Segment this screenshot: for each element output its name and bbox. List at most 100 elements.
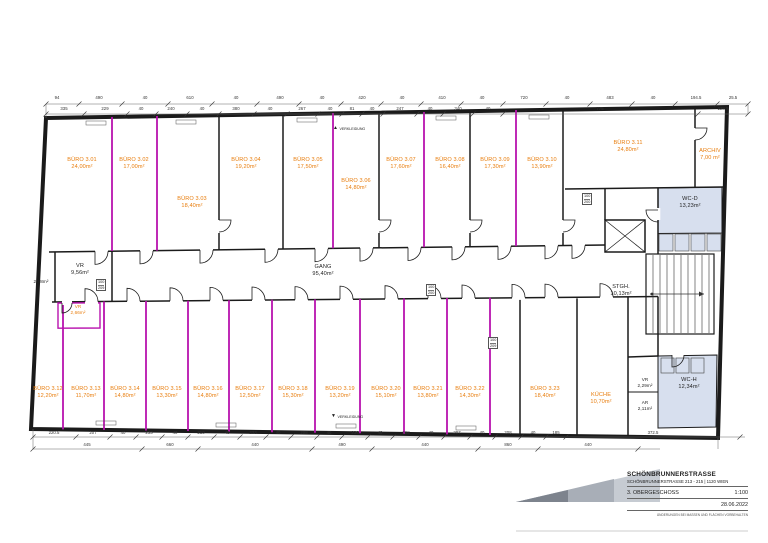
dim-label: 233	[145, 430, 153, 435]
direction-marker-top: ▲VERKLEIDUNG	[333, 125, 366, 131]
dim-label: 247	[396, 106, 404, 111]
room-area: 12,34m²	[678, 383, 700, 390]
dim-label: 236	[351, 430, 359, 435]
room-area: 16,40m²	[439, 163, 461, 170]
room-name: BÜRO 3.03	[177, 196, 207, 202]
dim-label: 490	[95, 95, 103, 100]
room-name: GANG	[314, 264, 332, 270]
room-area: 24,80m²	[617, 146, 639, 153]
dim-label: 40	[267, 106, 273, 111]
room-area: 14,30m²	[459, 392, 481, 399]
room-name: VR	[641, 377, 649, 382]
room-area: 2,18m²	[33, 279, 49, 284]
stairwell	[645, 253, 715, 335]
dim-label: 208	[402, 430, 410, 435]
dim-label: 420	[358, 95, 366, 100]
room-area: 95,40m²	[312, 270, 334, 277]
dim-label: 240	[167, 106, 175, 111]
dim-label: 372.5	[647, 430, 659, 435]
dim-label: 775	[596, 106, 604, 111]
highlighted-partition-walls	[57, 110, 517, 435]
dim-label: 490	[338, 442, 346, 447]
room-name: BÜRO 3.19	[325, 386, 355, 392]
room-name: BÜRO 3.07	[386, 157, 416, 163]
room-area: 13,30m²	[156, 392, 178, 399]
project-address: SCHÖNBRUNNERSTRASSE 213 - 215 | 1120 WIE…	[627, 479, 748, 487]
room-area: 15,30m²	[282, 392, 304, 399]
room-name: BÜRO 3.06	[341, 178, 371, 184]
dim-label: 440	[251, 442, 259, 447]
dim-label: 490	[276, 95, 284, 100]
wet-room-fills	[657, 186, 723, 429]
dim-label: 340	[454, 106, 462, 111]
dim-label: 40	[326, 430, 332, 435]
dim-label: 194.5	[690, 95, 702, 100]
elevator-shaft	[604, 219, 646, 253]
door-arcs	[61, 127, 708, 368]
dim-label: 40	[485, 106, 491, 111]
room-name: BÜRO 3.23	[530, 386, 560, 392]
radiator-marks	[85, 114, 550, 431]
room-area: 12,50m²	[239, 392, 261, 399]
dim-label: 220.5	[48, 430, 60, 435]
dim-label: 40	[224, 430, 230, 435]
dim-label: 40	[428, 430, 434, 435]
dim-label: 185	[552, 430, 560, 435]
room-area: 19,20m²	[235, 163, 257, 170]
room-area: 13,80m²	[417, 392, 439, 399]
room-area: 15,10m²	[375, 392, 397, 399]
dim-label: 410	[438, 95, 446, 100]
dim-label: 860	[504, 442, 512, 447]
room-name: BÜRO 3.15	[152, 386, 182, 392]
room-area: 10,13m²	[610, 290, 632, 297]
room-area: 13,90m²	[531, 163, 553, 170]
dim-label: 660	[166, 442, 174, 447]
room-name: BÜRO 3.11	[613, 140, 643, 146]
dim-label: 40	[427, 106, 433, 111]
arrow-up-icon: ▲	[333, 125, 338, 131]
room-name: BÜRO 3.20	[371, 386, 401, 392]
dim-label: 40	[138, 106, 144, 111]
dim-label: 207	[89, 430, 97, 435]
room-name: WC-H	[681, 377, 697, 383]
dim-label: 94	[54, 95, 60, 100]
dim-label: 228.5	[717, 106, 729, 111]
room-area: 2,66m²	[70, 309, 86, 315]
dim-label: 208	[300, 430, 308, 435]
dim-label: 40	[327, 106, 333, 111]
dim-label: 40	[479, 430, 485, 435]
room-name: BÜRO 3.09	[480, 157, 510, 163]
dim-label: 483	[606, 95, 614, 100]
room-area: 14,80m²	[114, 392, 136, 399]
arrow-down-icon: ▼	[331, 413, 336, 419]
room-name: AR	[641, 400, 649, 405]
scale-label: 1:100	[734, 489, 749, 496]
dim-label: 40	[120, 430, 126, 435]
dim-label: 380	[232, 106, 240, 111]
dim-label: 229	[101, 106, 109, 111]
room-area: 17,30m²	[484, 163, 506, 170]
title-block: SCHÖNBRUNNERSTRASSE SCHÖNBRUNNERSTRASSE …	[627, 471, 748, 517]
room-area: 2,29m²	[637, 382, 653, 388]
